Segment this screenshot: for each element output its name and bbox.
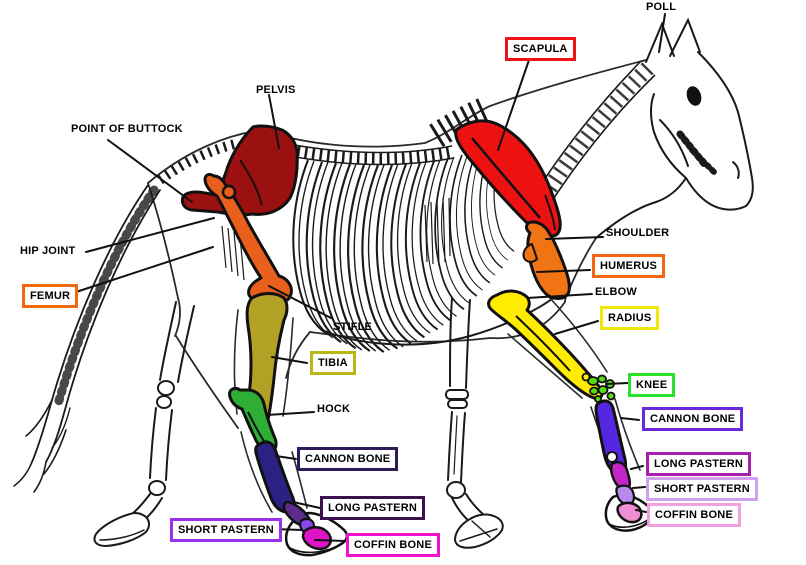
- label-scapula: SCAPULA: [505, 37, 576, 61]
- pelvis-bone: [180, 124, 299, 217]
- label-short-pastern-front: SHORT PASTERN: [646, 477, 758, 501]
- label-knee: KNEE: [628, 373, 676, 397]
- tail-drawing: [13, 184, 161, 493]
- femur-head: [221, 184, 237, 200]
- front-coffin-bone: [616, 501, 643, 524]
- hind-coffin-bone: [301, 525, 332, 551]
- long-pastern-front-line: [630, 465, 644, 470]
- coffin-hind-line: [314, 539, 346, 542]
- cannon-front-line: [620, 417, 640, 421]
- shoulder-line: [545, 236, 604, 240]
- label-coffin-bone-hind: COFFIN BONE: [346, 533, 440, 557]
- tibia-line: [271, 356, 308, 364]
- label-coffin-bone-front: COFFIN BONE: [647, 503, 741, 527]
- humerus-line: [536, 269, 591, 273]
- label-connector-lines: [75, 13, 666, 542]
- label-long-pastern-hind: LONG PASTERN: [320, 496, 425, 520]
- knee-line: [605, 382, 629, 385]
- label-cannon-bone-hind: CANNON BONE: [297, 447, 399, 471]
- coffin-front-line: [635, 509, 647, 513]
- label-radius: RADIUS: [600, 306, 660, 330]
- label-hip-joint: HIP JOINT: [20, 245, 76, 257]
- label-poll: POLL: [646, 1, 677, 13]
- femur-line: [75, 246, 214, 293]
- knee-yellow-dot: [581, 372, 591, 382]
- far-front-leg: [445, 297, 504, 549]
- far-hind-leg: [93, 301, 195, 548]
- label-shoulder: SHOULDER: [606, 227, 670, 239]
- sesamoid-bone: [606, 451, 618, 463]
- humerus-bone: [524, 220, 571, 300]
- head-drawing: [595, 17, 754, 239]
- label-stifle: STIFLE: [333, 321, 373, 333]
- label-tibia: TIBIA: [310, 351, 356, 375]
- label-pelvis: PELVIS: [256, 84, 296, 96]
- humerus-deltoid: [522, 243, 538, 263]
- ribcage: [292, 145, 557, 354]
- colored-bones: [180, 119, 643, 551]
- poll-line: [658, 13, 666, 53]
- spine-vertebrae: [157, 98, 490, 185]
- label-humerus: HUMERUS: [592, 254, 666, 278]
- stifle-line: [268, 285, 332, 319]
- short-pastern-front-line: [632, 486, 646, 489]
- hock-line: [266, 411, 315, 416]
- radius-line: [554, 320, 599, 335]
- label-hock: HOCK: [317, 403, 351, 415]
- hatch-marks: [221, 197, 451, 281]
- hip-joint-line: [85, 217, 215, 253]
- cannon-hind-line: [275, 455, 297, 460]
- label-short-pastern-hind: SHORT PASTERN: [170, 518, 282, 542]
- elbow-line: [526, 293, 593, 299]
- pelvis-line: [268, 94, 280, 149]
- label-femur: FEMUR: [22, 284, 79, 308]
- label-point-of-buttock: POINT OF BUTTOCK: [71, 123, 183, 135]
- label-elbow: ELBOW: [595, 286, 637, 298]
- scapula-bone: [454, 119, 562, 238]
- long-pastern-hind-line: [292, 501, 321, 509]
- label-cannon-bone-front: CANNON BONE: [642, 407, 744, 431]
- scapula-line: [497, 59, 530, 151]
- point-of-buttock-line: [107, 139, 193, 203]
- label-long-pastern-front: LONG PASTERN: [646, 452, 751, 476]
